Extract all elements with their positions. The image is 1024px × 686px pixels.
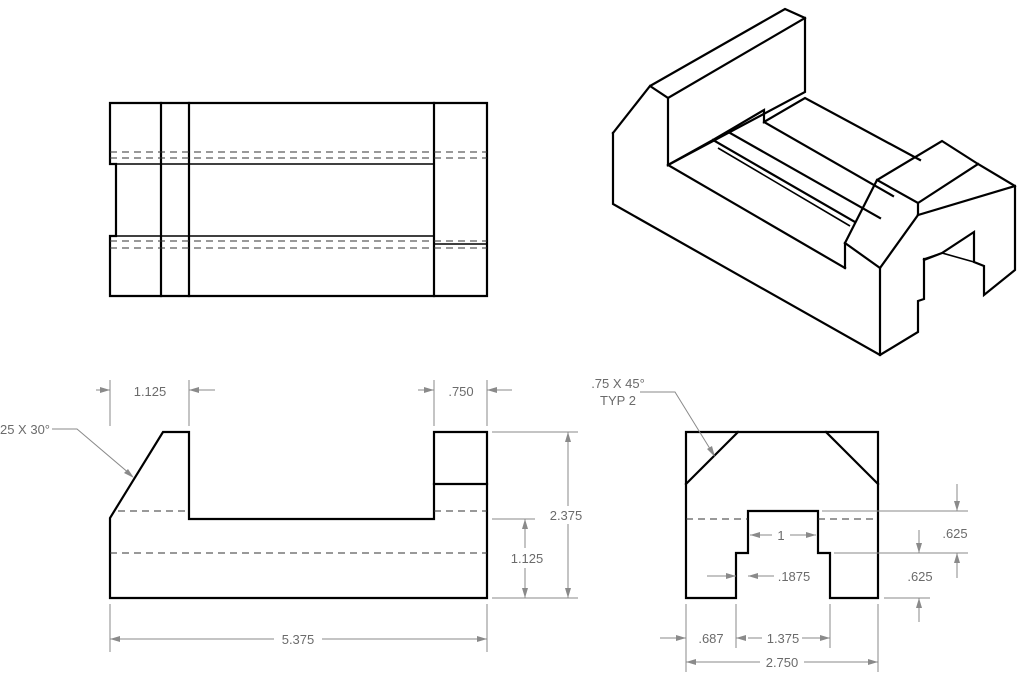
dim-left-foot-width: .687 [698,631,723,646]
dim-overall-length: 5.375 [282,632,315,647]
front-view [108,430,489,600]
side-chamfer-note-line1: .75 X 45° [591,376,645,391]
side-view-dimensions: .75 X 45° TYP 2 1 .1875 .625 .625 [591,376,968,672]
dim-slot-bottom-width: 1.375 [767,631,800,646]
side-view [684,430,880,600]
dim-step-width: .1875 [778,569,811,584]
dim-lower-step-height: .625 [907,569,932,584]
front-view-dimensions: 1.125 .750 .25 X 30° 2.375 1.125 [0,380,582,652]
dim-floor-height: 1.125 [511,551,544,566]
isometric-view [611,7,1017,357]
top-view [108,101,489,298]
front-chamfer-note: .25 X 30° [0,422,50,437]
dim-right-upright-width: .750 [448,384,473,399]
dim-overall-width: 2.750 [766,655,799,670]
dim-upper-step-height: .625 [942,526,967,541]
dim-slot-top-width: 1 [777,528,784,543]
dim-left-upright-width: 1.125 [134,384,167,399]
side-chamfer-note-line2: TYP 2 [600,393,636,408]
dim-overall-height: 2.375 [550,508,583,523]
